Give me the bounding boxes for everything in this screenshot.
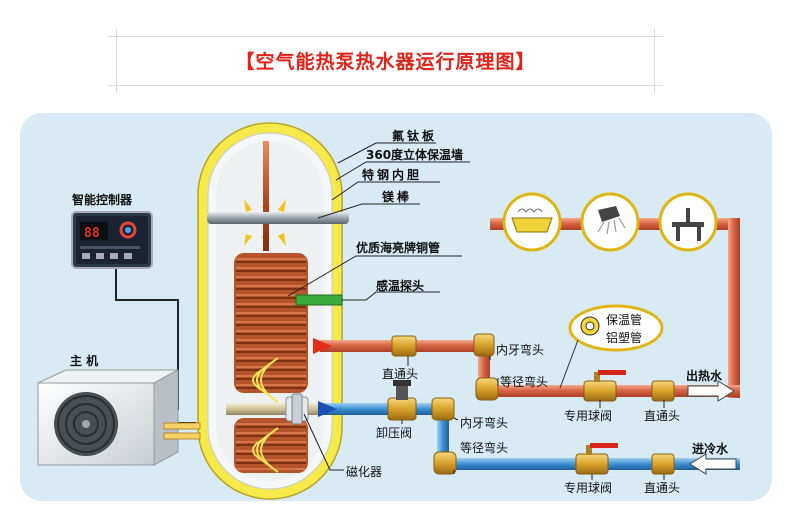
label-controller: 智能控制器 <box>71 192 133 207</box>
label-insulation-wall: 360度立体保温墙 <box>366 147 463 162</box>
label-equal-elbow-1: 等径弯头 <box>500 374 548 389</box>
label-aluminum-plastic-pipe: 铝塑管 <box>606 330 642 345</box>
magnetizer <box>285 393 309 425</box>
label-hot-water-out: 出热水 <box>686 368 723 383</box>
label-equal-elbow-2: 等径弯头 <box>460 440 508 455</box>
female-elbow-2 <box>431 397 455 421</box>
equal-elbow-2 <box>433 451 457 475</box>
unit-pipes <box>163 422 201 440</box>
label-magnesium-rod: 镁棒 <box>382 189 412 204</box>
label-cold-water-in: 进冷水 <box>692 441 729 456</box>
label-fluorine-plate: 氟钛板 <box>392 128 437 143</box>
magnesium-rod <box>207 212 349 224</box>
main-unit <box>37 369 179 466</box>
label-steel-liner: 特钢内胆 <box>362 167 422 182</box>
straight-joint-2 <box>651 380 675 402</box>
label-female-elbow-1: 内牙弯头 <box>496 342 544 357</box>
label-temp-probe: 感温探头 <box>376 278 424 293</box>
cold-water-in-arrow <box>689 453 737 475</box>
ball-valve-1 <box>583 370 626 402</box>
straight-joint-1 <box>391 335 417 357</box>
label-pressure-relief-valve: 卸压阀 <box>376 425 412 440</box>
controller-display: 88 <box>84 226 100 241</box>
label-insulated-pipe: 保温管 <box>606 312 642 327</box>
diagram-title: 【空气能热泵热水器运行原理图】 <box>235 51 536 73</box>
title-bar: 【空气能热泵热水器运行原理图】 <box>108 29 663 93</box>
label-ball-valve-1: 专用球阀 <box>564 408 612 423</box>
straight-joint-3 <box>651 453 675 475</box>
label-copper-tube: 优质海亮牌铜管 <box>356 240 440 255</box>
copper-coil-upper <box>234 253 308 393</box>
pipe-callout <box>559 304 664 389</box>
label-straight-joint-2: 直通头 <box>644 409 680 423</box>
temperature-probe <box>295 294 343 306</box>
ball-valve-2 <box>575 443 618 475</box>
heat-wave-icon <box>252 357 279 473</box>
label-female-elbow-2: 内牙弯头 <box>460 415 508 430</box>
leader-lines <box>287 142 665 480</box>
label-ball-valve-2: 专用球阀 <box>564 480 612 495</box>
label-straight-joint-3: 直通头 <box>644 481 680 495</box>
female-elbow-1 <box>473 333 495 357</box>
equal-elbow-1 <box>475 377 499 401</box>
hot-water-out-arrow <box>687 380 735 402</box>
label-main-unit: 主 机 <box>70 353 98 368</box>
sink-icon <box>658 192 718 252</box>
shower-icon <box>580 192 640 252</box>
bathtub-icon <box>502 192 562 252</box>
pressure-relief-valve <box>387 380 417 421</box>
top-pipe <box>263 141 269 251</box>
label-magnetizer: 磁化器 <box>346 464 382 479</box>
copper-coil-lower <box>234 418 308 473</box>
smart-controller <box>71 211 153 269</box>
label-straight-joint-1: 直通头 <box>382 367 418 381</box>
